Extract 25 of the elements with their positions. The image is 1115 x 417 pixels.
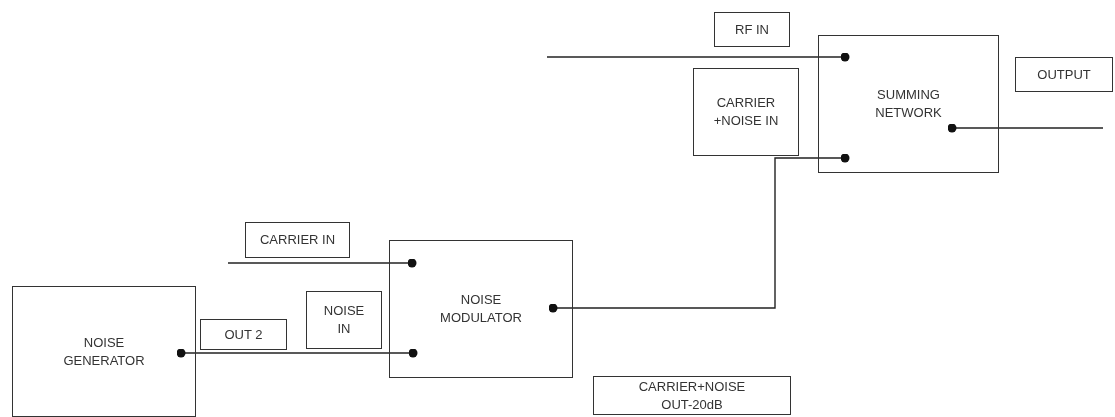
block-box: [245, 222, 350, 258]
block-label: CARRIER +NOISE IN: [712, 94, 780, 130]
block-label: NOISE GENERATOR: [63, 333, 145, 370]
block-box: [389, 240, 573, 378]
connector-line: [947, 123, 1104, 133]
block-box: [12, 286, 196, 417]
block-label: OUT 2: [224, 325, 263, 344]
block-box: [818, 35, 999, 173]
block-label: RF IN: [735, 20, 769, 39]
block-label: NOISE IN: [322, 302, 366, 338]
block-label: SUMMING NETWORK: [874, 86, 943, 122]
connector-line: [176, 348, 418, 358]
block-label: CARRIER+NOISE OUT-20dB: [637, 377, 747, 414]
block-box: [593, 376, 791, 415]
block-box: [714, 12, 790, 47]
connector-line: [548, 153, 850, 313]
connector-line: [546, 52, 850, 62]
block-box: [1015, 57, 1113, 92]
block-box: [200, 319, 287, 350]
block-label: CARRIER IN: [259, 231, 336, 249]
block-box: [306, 291, 382, 349]
block-box: [693, 68, 799, 156]
block-label: OUTPUT: [1037, 65, 1091, 84]
connector-line: [227, 258, 417, 268]
block-label: NOISE MODULATOR: [440, 291, 522, 327]
